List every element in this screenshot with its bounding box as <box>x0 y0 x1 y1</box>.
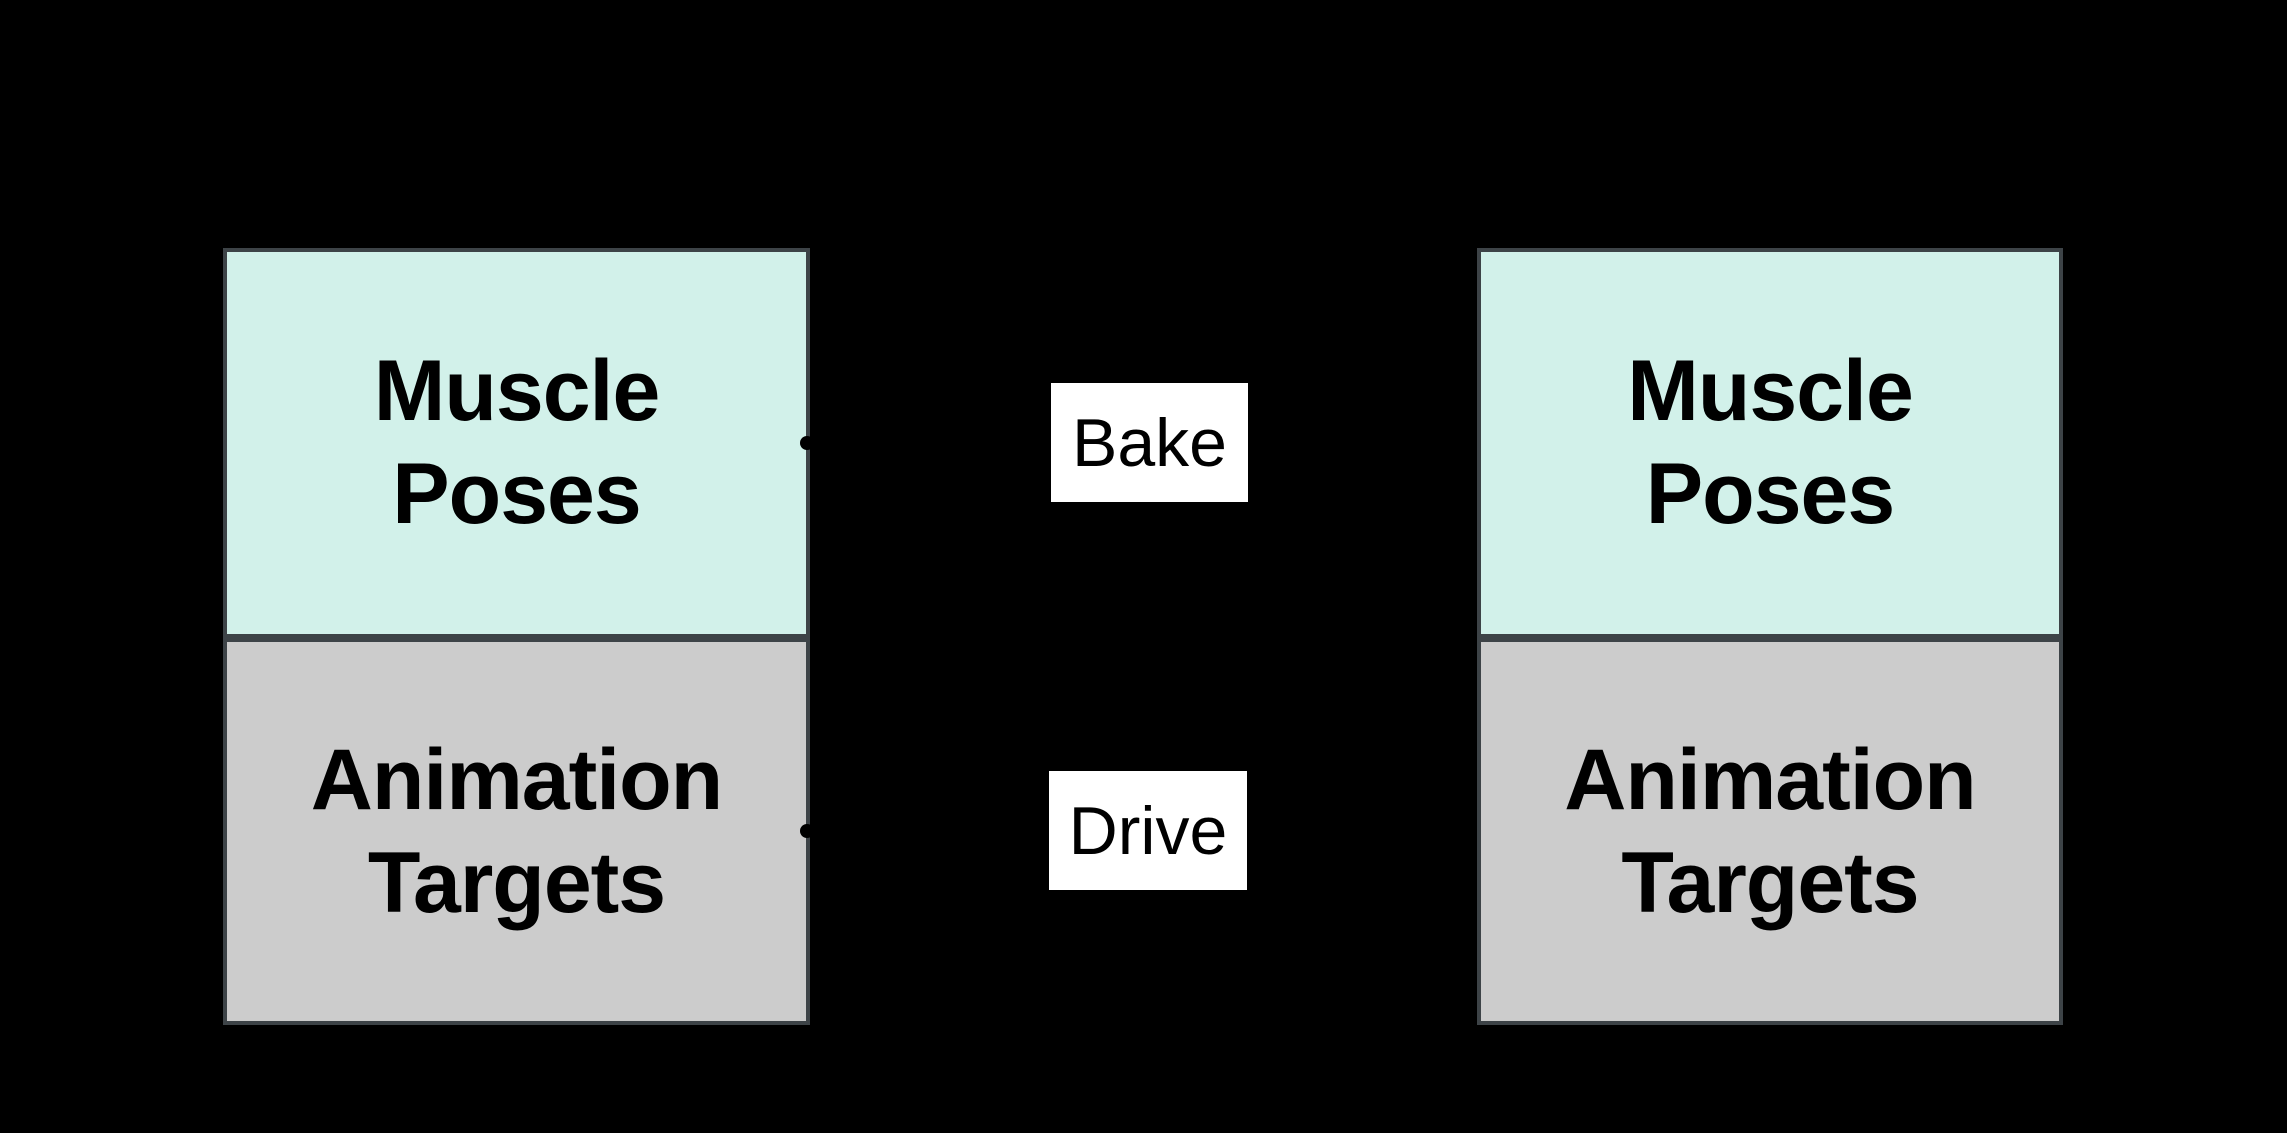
bake-edge-label: Bake <box>1051 383 1248 502</box>
left-animation-targets-label: Animation Targets <box>310 729 723 935</box>
right-muscle-poses-cell: Muscle Poses <box>1477 248 2063 638</box>
label-line: Animation <box>1564 731 1976 828</box>
label-line: Animation <box>310 731 723 828</box>
right-animation-targets-label: Animation Targets <box>1564 729 1976 935</box>
left-node-stack: Muscle Poses Animation Targets <box>223 248 810 1025</box>
drive-edge-label: Drive <box>1049 771 1247 890</box>
drive-connector-dot <box>800 824 814 838</box>
left-muscle-poses-label: Muscle Poses <box>373 340 661 546</box>
label-line: Poses <box>1645 446 1895 542</box>
right-node-stack: Muscle Poses Animation Targets <box>1477 248 2063 1025</box>
right-muscle-poses-label: Muscle Poses <box>1627 340 1914 546</box>
right-animation-targets-cell: Animation Targets <box>1477 638 2063 1025</box>
label-line: Muscle <box>373 343 661 439</box>
bake-connector-dot <box>800 436 814 450</box>
label-line: Targets <box>1621 834 1919 931</box>
label-line: Muscle <box>1627 343 1914 439</box>
left-muscle-poses-cell: Muscle Poses <box>223 248 810 638</box>
label-line: Targets <box>367 834 666 931</box>
label-line: Poses <box>392 446 641 542</box>
left-animation-targets-cell: Animation Targets <box>223 638 810 1025</box>
